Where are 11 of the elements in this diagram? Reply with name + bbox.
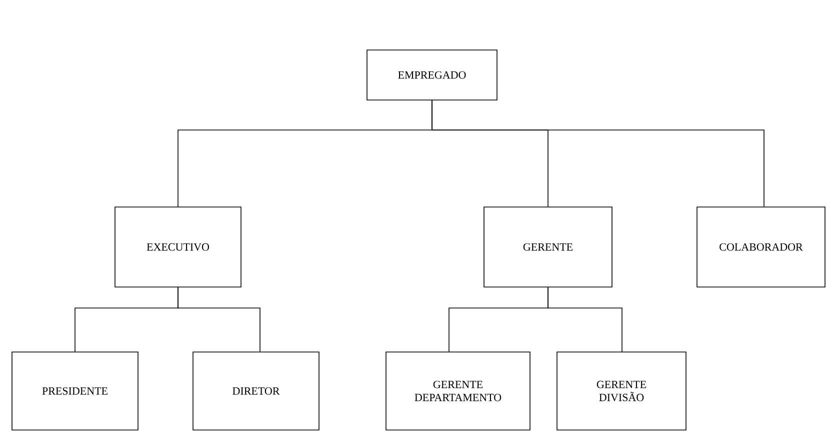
org-box: COLABORADOR bbox=[696, 206, 826, 288]
org-box: DIRETOR bbox=[192, 352, 320, 430]
org-box: GERENTE bbox=[484, 206, 612, 288]
org-box: GERENTE DEPARTAMENTO bbox=[386, 352, 530, 430]
org-box: GERENTE DIVISÃO bbox=[556, 352, 686, 430]
connector-line bbox=[548, 287, 622, 352]
org-box: EMPREGADO bbox=[366, 50, 498, 100]
org-box: EXECUTIVO bbox=[114, 206, 242, 288]
org-box: PRESIDENTE bbox=[12, 352, 138, 430]
connector-line bbox=[432, 100, 764, 207]
connector-line bbox=[178, 287, 260, 352]
